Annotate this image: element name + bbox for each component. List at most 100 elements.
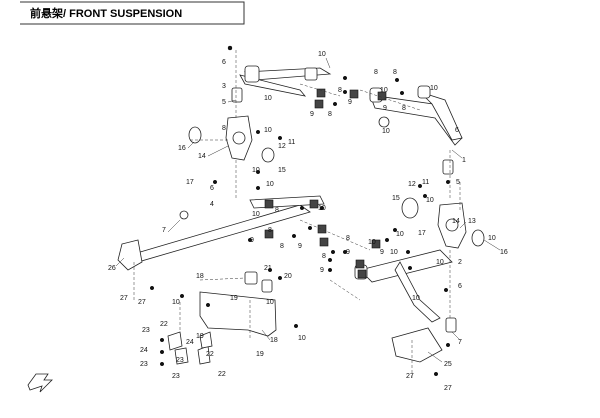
callout-27: 27: [120, 295, 128, 302]
assembly-axis-lines: [133, 50, 461, 380]
callout-12: 12: [408, 181, 416, 188]
callout-9: 9: [320, 267, 324, 274]
callout-10: 10: [264, 127, 272, 134]
title-box: 前悬架/ FRONT SUSPENSION: [20, 1, 245, 25]
callout-18: 18: [196, 273, 204, 280]
ball-joint-right: [231, 87, 457, 333]
callout-9: 9: [380, 249, 384, 256]
right-steering-knuckle: [401, 197, 485, 249]
skid-plate-right: [391, 327, 443, 363]
callout-9: 9: [298, 243, 302, 250]
callout-6: 6: [222, 59, 226, 66]
callout-18: 18: [270, 337, 278, 344]
callout-4: 4: [210, 201, 214, 208]
callout-22: 22: [160, 321, 168, 328]
orientation-arrow-icon: [27, 373, 53, 393]
callout-24: 24: [140, 347, 148, 354]
diagram-title: 前悬架/ FRONT SUSPENSION: [30, 6, 182, 20]
callout-2: 2: [458, 259, 462, 266]
callout-10: 10: [318, 51, 326, 58]
callout-19: 19: [230, 295, 238, 302]
callout-8: 8: [346, 235, 350, 242]
callout-10: 10: [266, 299, 274, 306]
callout-6: 6: [455, 127, 459, 134]
callout-labels: 6 3 5 10 10 8 8 8 9 9 8 10 10 9 8 10 6 1…: [108, 51, 508, 392]
callout-12: 12: [278, 143, 286, 150]
callout-8: 8: [268, 227, 272, 234]
callout-22: 22: [206, 351, 214, 358]
callout-9: 9: [250, 237, 254, 244]
upper-control-arm: [239, 65, 332, 97]
callout-23: 23: [140, 361, 148, 368]
callout-10: 10: [264, 95, 272, 102]
callout-10: 10: [430, 85, 438, 92]
callout-7: 7: [162, 227, 166, 234]
callout-8: 8: [393, 69, 397, 76]
right-upper-arm: [369, 85, 463, 146]
callout-21: 21: [264, 265, 272, 272]
callout-8: 8: [322, 253, 326, 260]
callout-10: 10: [380, 87, 388, 94]
callout-10: 10: [390, 249, 398, 256]
callout-10: 10: [436, 259, 444, 266]
callout-10: 10: [412, 295, 420, 302]
callout-22: 22: [218, 371, 226, 378]
callout-15: 15: [278, 167, 286, 174]
callout-8: 8: [275, 207, 279, 214]
leader-lines: [115, 57, 501, 363]
lower-frame-bracket: [199, 271, 277, 337]
callout-17: 17: [418, 230, 426, 237]
callout-8: 8: [280, 243, 284, 250]
callout-23: 23: [172, 373, 180, 380]
callout-23: 23: [142, 327, 150, 334]
stabilizer-bar: [129, 195, 325, 263]
callout-27: 27: [406, 373, 414, 380]
callout-8: 8: [222, 125, 226, 132]
callout-15: 15: [392, 195, 400, 202]
callout-8: 8: [374, 69, 378, 76]
callout-10: 10: [318, 205, 326, 212]
small-brackets-left: [167, 331, 213, 365]
callout-10: 10: [382, 128, 390, 135]
callout-3: 3: [222, 83, 226, 90]
callout-17: 17: [186, 179, 194, 186]
callout-19: 19: [196, 333, 204, 340]
bushings: [179, 88, 390, 279]
callout-9: 9: [346, 249, 350, 256]
callout-10: 10: [266, 181, 274, 188]
callout-14: 14: [452, 218, 460, 225]
callout-20: 20: [284, 273, 292, 280]
callout-5: 5: [222, 99, 226, 106]
callout-19: 19: [256, 351, 264, 358]
callout-10: 10: [426, 197, 434, 204]
callout-16: 16: [178, 145, 186, 152]
callout-8: 8: [402, 105, 406, 112]
callout-24: 24: [186, 339, 194, 346]
callout-11: 11: [288, 139, 295, 146]
callout-13: 13: [468, 218, 476, 225]
callout-10: 10: [298, 335, 306, 342]
left-steering-knuckle: [188, 115, 253, 161]
callout-9: 9: [310, 111, 314, 118]
callout-27: 27: [138, 299, 146, 306]
callout-1: 1: [462, 157, 466, 164]
callout-10: 10: [172, 299, 180, 306]
callout-9: 9: [348, 99, 352, 106]
callout-10: 10: [396, 231, 404, 238]
callout-26: 26: [108, 265, 116, 272]
callout-10: 10: [368, 239, 376, 246]
callout-23: 23: [176, 357, 184, 364]
bracket-left: [117, 239, 143, 271]
callout-14: 14: [198, 153, 206, 160]
callout-6: 6: [458, 283, 462, 290]
callout-10: 10: [252, 167, 260, 174]
callout-8: 8: [338, 87, 342, 94]
callout-8: 8: [328, 111, 332, 118]
callout-6: 6: [210, 185, 214, 192]
callout-9: 9: [383, 105, 387, 112]
callout-11: 11: [422, 179, 429, 186]
callout-5: 5: [456, 179, 460, 186]
callout-7: 7: [458, 339, 462, 346]
callout-16: 16: [500, 249, 508, 256]
